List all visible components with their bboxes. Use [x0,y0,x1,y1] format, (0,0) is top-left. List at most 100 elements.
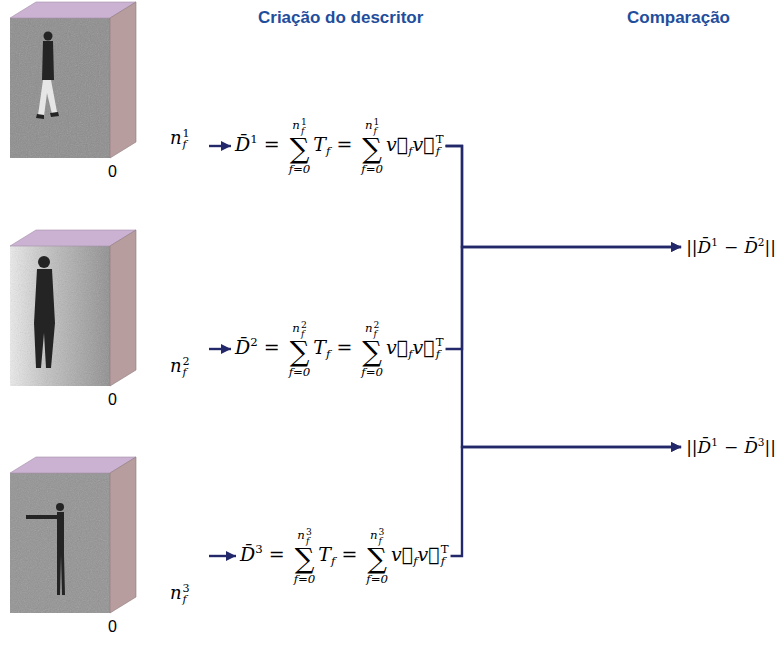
start-frame-label: 0 [108,163,117,181]
index-stack: Tf [436,337,444,361]
superscript: 1 [374,117,380,126]
sum-sign: ∑ [362,135,382,163]
connector-arrow [446,146,682,447]
column-heading: Comparação [627,8,730,28]
video-volume-picture [4,228,144,390]
summation: n2f∑f=0 [289,320,311,378]
lower-limit: f=0 [289,366,311,378]
connector-arrow [446,146,682,247]
superscript: 1 [711,436,718,448]
index-stack: 2f [374,320,380,338]
math-symbol: || [765,437,776,457]
math-symbol: || [686,437,697,457]
connector-arrow [451,447,682,556]
operator: = [336,336,352,358]
superscript: 1 [250,132,258,146]
summation: n1f∑f=0 [289,117,311,175]
summation: n1f∑f=0 [361,117,383,175]
lower-limit: f=0 [361,366,383,378]
index-stack: 3f [306,527,312,545]
limit-symbol: n [297,528,305,542]
limit-symbol: n [365,321,373,335]
math-symbol: D̄ [235,336,250,358]
video-volume: n3f0 [4,455,209,637]
math-symbol: T [318,543,331,565]
subscript: f [436,146,444,158]
limit-symbol: n [370,528,378,542]
video-volume: n2f0 [4,228,209,410]
summation: n3f∑f=0 [366,527,388,585]
video-volume-picture [4,0,144,162]
index-stack: 1f [301,117,307,135]
superscript: 1 [183,128,190,139]
comparison-result: ||D̄1−D̄2|| [686,236,776,257]
subscript: f [374,329,380,338]
superscript: 3 [306,527,312,536]
math-symbol: v⃗ [418,543,440,565]
subscript: f [326,144,330,158]
operator: − [724,237,738,257]
video-volume-picture [4,455,144,617]
math-symbol: T [313,336,326,358]
limit-symbol: n [292,321,300,335]
sum-sign: ∑ [290,338,310,366]
index-stack: Tf [441,544,449,568]
upper-limit: n3f [297,527,311,545]
math-symbol: v⃗ [413,336,435,358]
frame-count-label: n1f [170,127,190,150]
superscript: T [441,544,449,556]
math-symbol: T [313,133,326,155]
lower-limit: f=0 [366,573,388,585]
video-volume: n1f 0 [4,0,209,182]
math-symbol: || [765,237,776,257]
operator: = [264,336,280,358]
subscript: f [408,144,412,158]
comparison-result: ||D̄1−D̄3|| [686,436,776,457]
math-symbol: n [170,355,182,376]
math-symbol: D̄ [698,237,712,257]
descriptor-formula: D̄1=n1f∑f=0Tf=n1f∑f=0v⃗fv⃗Tf [235,117,444,175]
subscript: f [331,554,335,568]
math-symbol: v⃗ [391,543,413,565]
upper-limit: n2f [292,320,306,338]
operator: = [341,543,357,565]
index-stack: 2f [183,356,190,378]
superscript: 3 [183,583,190,594]
limit-symbol: n [365,118,373,132]
math-symbol: D̄ [744,437,758,457]
upper-limit: n3f [370,527,384,545]
sum-sign: ∑ [295,545,315,573]
subscript: f [374,126,380,135]
subscript: f [441,556,449,568]
superscript: 2 [301,320,307,329]
connector-arrow [209,145,231,147]
sum-sign: ∑ [290,135,310,163]
subscript: f [326,347,330,361]
operator: − [724,437,738,457]
subscript: f [183,594,190,605]
start-frame-number: 0 [108,618,117,635]
upper-limit: n1f [292,117,306,135]
math-symbol: v⃗ [386,336,408,358]
subscript: f [306,536,312,545]
subscript: f [183,139,190,150]
superscript: 2 [374,320,380,329]
descriptor-formula: D̄3=n3f∑f=0Tf=n3f∑f=0v⃗fv⃗Tf [240,527,449,585]
operator: = [336,133,352,155]
sum-sign: ∑ [362,338,382,366]
subscript: f [379,536,385,545]
math-symbol: D̄ [698,437,712,457]
start-frame-number: 0 [108,163,117,180]
upper-limit: n2f [365,320,379,338]
frame-count-label: n2f [170,355,190,378]
subscript: f [436,349,444,361]
sum-sign: ∑ [367,545,387,573]
superscript: 1 [301,117,307,126]
math-symbol: n [170,127,182,148]
connector-arrow [446,247,682,349]
operator: = [269,543,285,565]
math-symbol: D̄ [744,237,758,257]
math-symbol: v⃗ [386,133,408,155]
superscript: 1 [711,236,718,248]
operator: = [264,133,280,155]
